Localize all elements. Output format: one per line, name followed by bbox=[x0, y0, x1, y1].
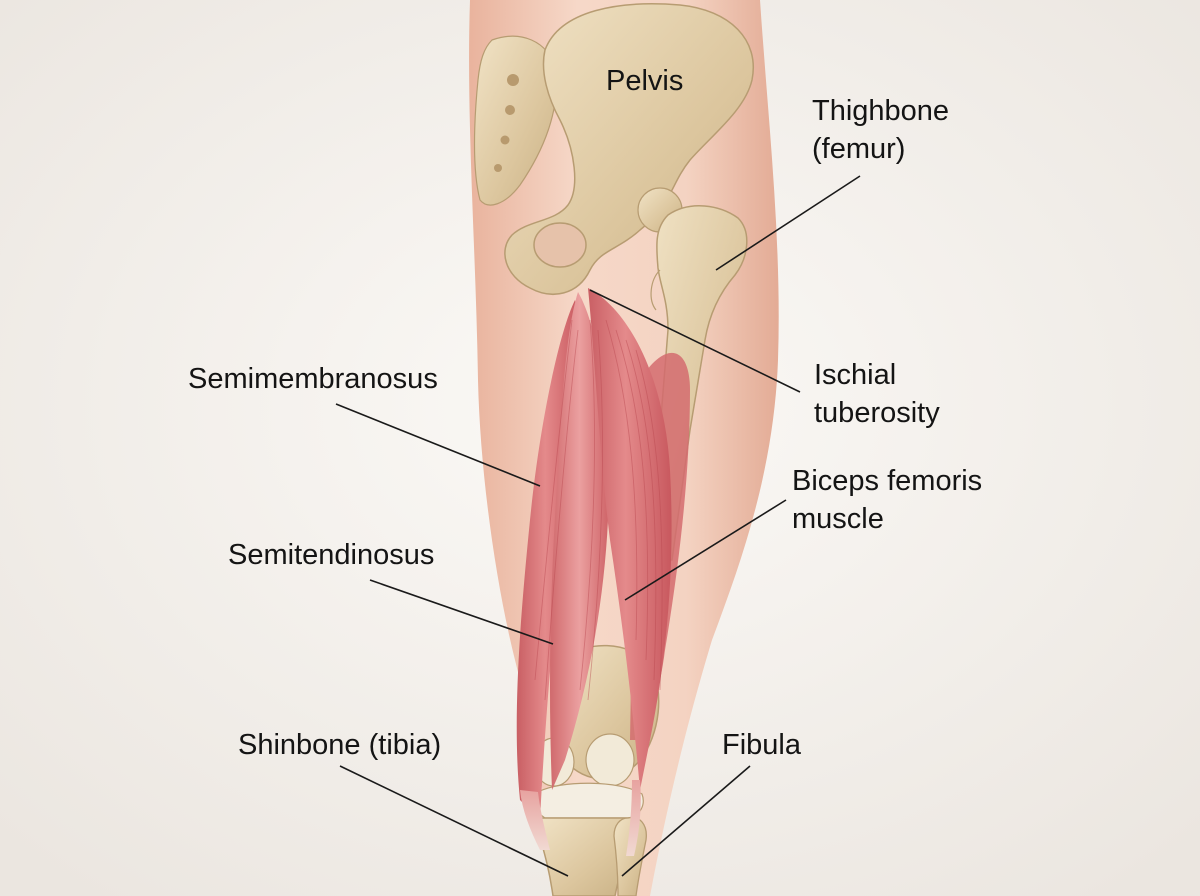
leader-line-semitendinosus bbox=[369, 579, 554, 645]
leader-line-biceps bbox=[624, 499, 787, 601]
leader-line-femur bbox=[715, 175, 861, 271]
label-ischial-line2: tuberosity bbox=[814, 397, 940, 429]
hamstring-muscles bbox=[516, 288, 690, 856]
obturator-foramen bbox=[533, 222, 587, 268]
label-pelvis: Pelvis bbox=[606, 65, 684, 97]
label-biceps-line1: Biceps femoris bbox=[792, 465, 983, 497]
label-fibula: Fibula bbox=[722, 729, 801, 761]
label-ischial-line1: Ischial bbox=[814, 359, 897, 391]
label-biceps-femoris: Biceps femoris muscle bbox=[792, 462, 982, 538]
label-thighbone-line2: (femur) bbox=[812, 133, 906, 165]
label-thighbone-line1: Thighbone bbox=[812, 95, 950, 127]
leader-line-semimembranosus bbox=[335, 403, 541, 487]
label-biceps-line2: muscle bbox=[792, 503, 884, 535]
leader-line-ischial bbox=[589, 289, 801, 393]
label-semitendinosus: Semitendinosus bbox=[228, 539, 435, 571]
leader-line-tibia bbox=[339, 765, 569, 877]
leader-lines bbox=[335, 175, 861, 877]
label-semimembranosus: Semimembranosus bbox=[188, 363, 438, 395]
label-ischial-tuberosity: Ischial tuberosity bbox=[814, 356, 940, 432]
label-shinbone-tibia: Shinbone (tibia) bbox=[238, 729, 442, 761]
leader-line-fibula bbox=[621, 765, 751, 877]
pelvis-bone bbox=[504, 3, 754, 295]
label-thighbone-femur: Thighbone (femur) bbox=[812, 92, 949, 168]
